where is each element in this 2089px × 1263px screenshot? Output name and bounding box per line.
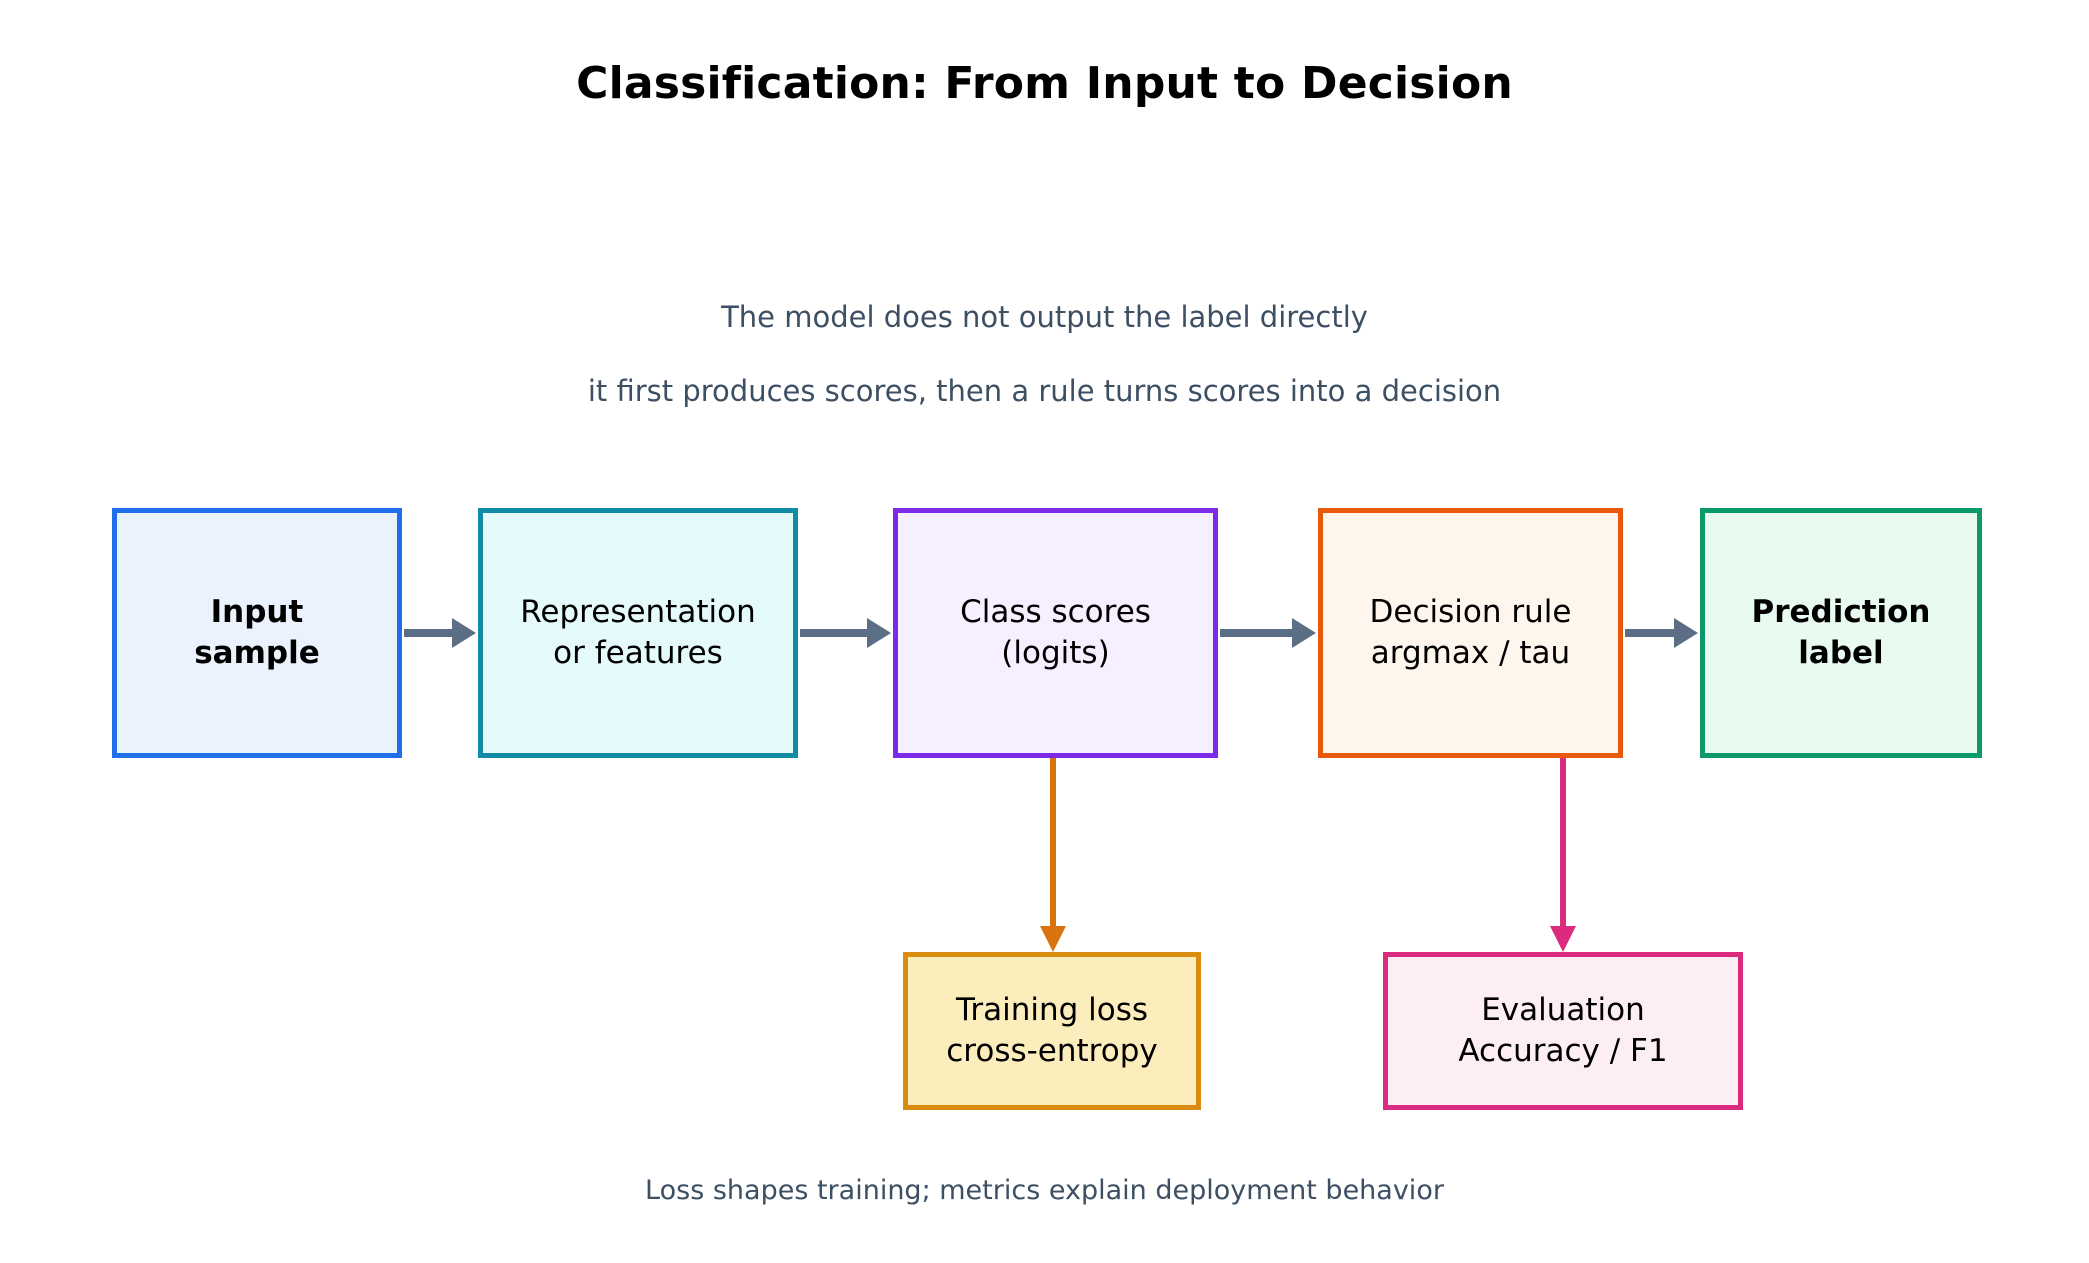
edge-representation-to-scores: [800, 618, 891, 648]
node-prediction-label[interactable]: Prediction label: [1700, 508, 1982, 758]
subtitle-line-2: it first produces scores, then a rule tu…: [587, 374, 1502, 408]
node-decision-rule[interactable]: Decision rule argmax / tau: [1318, 508, 1623, 758]
node-class-scores[interactable]: Class scores (logits): [893, 508, 1218, 758]
node-training-loss[interactable]: Training loss cross-entropy: [903, 952, 1201, 1110]
node-evaluation-metrics[interactable]: Evaluation Accuracy / F1: [1383, 952, 1743, 1110]
subtitle-line-1: The model does not output the label dire…: [721, 300, 1368, 334]
edge-scores-to-loss: [1040, 758, 1066, 952]
edge-rule-to-prediction: [1625, 618, 1698, 648]
footer-note: Loss shapes training; metrics explain de…: [645, 1175, 1444, 1206]
node-input-sample[interactable]: Input sample: [112, 508, 402, 758]
edge-input-to-representation: [404, 618, 476, 648]
page-title: Classification: From Input to Decision: [576, 58, 1513, 109]
edge-rule-to-evaluation: [1550, 758, 1576, 952]
node-representation-or-features[interactable]: Representation or features: [478, 508, 798, 758]
edge-scores-to-rule: [1220, 618, 1316, 648]
